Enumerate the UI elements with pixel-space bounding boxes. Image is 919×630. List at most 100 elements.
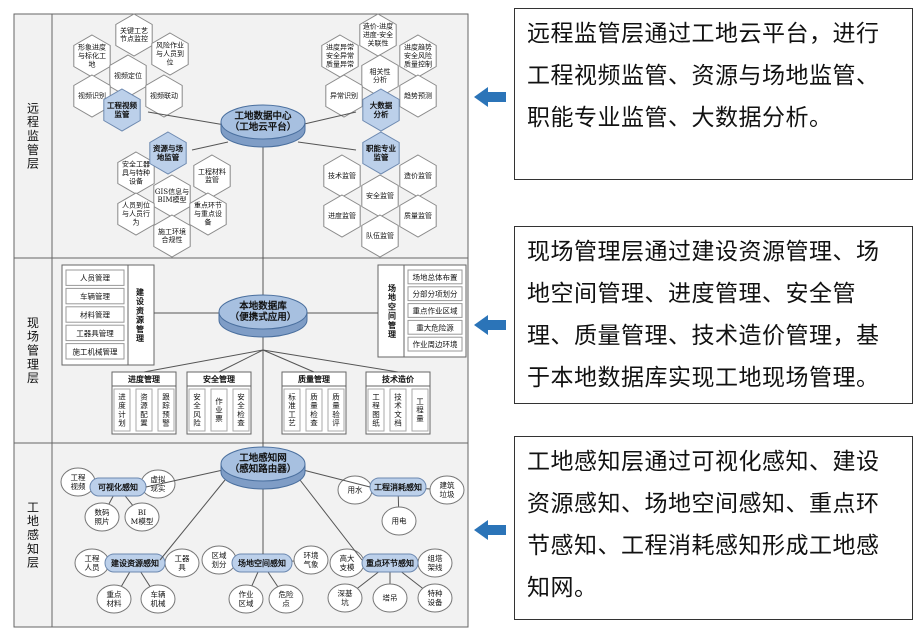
sense-node (140, 584, 176, 614)
sense-node-label: 具 (178, 563, 186, 572)
sense-node-label: 坑 (341, 597, 349, 607)
mgmt-item-label: 度 (118, 400, 126, 410)
data-center-label: （工地云平台） (230, 121, 297, 133)
remote-item-label: 安全异常 (326, 51, 354, 60)
space-panel-title: 场 (388, 283, 396, 293)
router-connector (145, 469, 224, 488)
sense-hub-label: 重点环节感知 (366, 558, 414, 568)
sense-node-label: 作业 (239, 589, 254, 599)
mgmt-item-label: 全 (237, 400, 245, 410)
mgmt-item-label: 源 (140, 401, 148, 410)
mgmt-item-label: 验 (332, 409, 340, 419)
mgmt-item-label: 资 (140, 392, 148, 402)
remote-item-label: 合规性 (162, 235, 183, 244)
remote-item-label: 质量控制 (404, 59, 432, 68)
remote-item-label: 备 (205, 217, 212, 226)
layer-label: 管 (27, 142, 39, 157)
remote-item-label: 与人员到 (156, 50, 184, 58)
mgmt-item-label: 风 (193, 410, 201, 419)
remote-item-label: 设备 (129, 176, 143, 185)
sense-node-label: 建筑 (440, 480, 455, 490)
resource-panel-title: 源 (136, 315, 144, 325)
mgmt-item-label: 工 (372, 393, 380, 402)
space-panel-item-label: 作业周边环境 (413, 339, 458, 349)
remote-item-label: 技术监管 (328, 171, 356, 180)
mgmt-connector (262, 349, 315, 373)
mgmt-panel-title: 安全管理 (203, 374, 235, 384)
mgmt-item-box (327, 388, 345, 432)
sense-node-label: 组塔 (428, 553, 443, 563)
remote-item-label: 安全监管 (366, 191, 394, 200)
remote-item-hex (145, 74, 183, 118)
sense-node-label: M模型 (131, 516, 154, 526)
space-panel-title: 理 (388, 329, 396, 339)
sense-node-label: 工器 (175, 554, 190, 563)
mgmt-item-label: 质 (332, 392, 340, 402)
mgmt-item-label: 艺 (288, 418, 296, 427)
sense-hub (104, 553, 166, 573)
remote-item-label: 具与特种 (122, 168, 150, 177)
resource-panel-item-label: 工器具管理 (76, 328, 114, 338)
mgmt-item-label: 安 (237, 392, 245, 402)
sense-hub-label: 可视化感知 (98, 482, 138, 492)
mgmt-connector (262, 349, 399, 373)
resource-panel-title: 理 (136, 333, 144, 343)
local-db-cylinder (218, 294, 308, 330)
resource-panel-item-box (65, 269, 125, 286)
layer-label: 管 (27, 343, 39, 358)
mgmt-item-label: 技 (394, 392, 402, 402)
remote-item-hex (325, 74, 363, 118)
mgmt-item-label: 档 (394, 417, 402, 427)
sense-hub (231, 553, 293, 573)
remote-item-label: 造价监管 (404, 171, 432, 180)
sense-node-label: 照片 (95, 516, 110, 526)
sense-node-label: 塔吊 (383, 593, 398, 603)
router-label: 工地感知网 (239, 452, 287, 464)
remote-item-hex (399, 194, 437, 238)
router-label: （感知路由器） (230, 463, 297, 475)
sense-node-label: 设备 (428, 597, 443, 607)
remote-item-label: 进度监管 (328, 211, 356, 220)
sense-hub-label: 工程消耗感知 (374, 482, 422, 492)
remote-item-label: 工程材料 (198, 167, 226, 176)
layer-label: 现 (27, 316, 39, 330)
remote-item-label: 地 (89, 59, 96, 68)
remote-item-label: 风险作业 (156, 41, 184, 50)
remote-item-label: 进度-安全 (363, 30, 393, 39)
mgmt-item-label: 检 (310, 409, 318, 419)
sense-node-label: 划分 (212, 559, 227, 569)
mgmt-item-label: 进 (118, 393, 126, 402)
sense-node-label: BI (138, 508, 147, 517)
mgmt-panel-title: 技术造价 (382, 374, 415, 384)
mgmt-item-label: 术 (394, 400, 402, 410)
remote-item-label: 进度异常 (326, 43, 354, 52)
mgmt-item-label: 标 (288, 392, 296, 402)
remote-item-label: 关联性 (368, 38, 389, 47)
sense-node-label: 区域 (239, 598, 254, 608)
arrow-left-icon (474, 315, 506, 335)
mgmt-item-label: 踪 (162, 400, 170, 410)
remote-hub-label: 地监管 (157, 152, 180, 162)
mgmt-item-box (305, 388, 323, 432)
remote-hub-label: 资源与场 (153, 143, 183, 153)
layer-label: 监 (27, 129, 39, 143)
sense-layer-caption: 工地感知层通过可视化感知、建设资源感知、场地空间感知、重点环节感知、工程消耗感知… (514, 436, 913, 620)
mgmt-connector (218, 349, 264, 373)
remote-item-label: 与人员行 (122, 209, 150, 218)
remote-item-label: 施工环境 (158, 227, 186, 236)
hub-connector (297, 141, 357, 151)
layer-label: 感 (27, 527, 39, 542)
remote-item-label: 安全工器 (122, 160, 150, 169)
remote-hub-label: 分析 (374, 109, 389, 119)
sense-node (429, 475, 465, 505)
remote-hub-hex (362, 131, 400, 175)
data-center-cylinder (220, 104, 306, 140)
remote-item-label: 分析 (373, 75, 387, 84)
sense-node-label: 材料 (107, 598, 122, 608)
sense-node-label: 用电 (392, 516, 407, 526)
mgmt-item-box (188, 388, 206, 432)
layer-label: 层 (27, 157, 39, 171)
remote-item-hex (399, 74, 437, 118)
remote-item-label: 异常识别 (330, 91, 358, 100)
mgmt-item-label: 预 (162, 409, 170, 419)
